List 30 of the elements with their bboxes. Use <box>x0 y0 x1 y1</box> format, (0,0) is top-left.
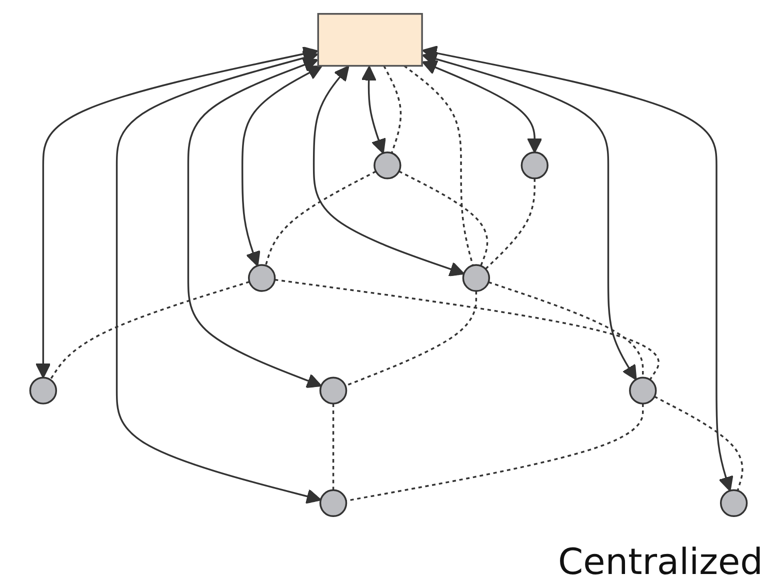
arrow <box>242 65 322 266</box>
node-circle <box>319 489 348 517</box>
node-box <box>317 13 423 67</box>
node-circle <box>319 376 348 404</box>
connector <box>264 170 376 266</box>
arrow <box>36 46 318 378</box>
connector <box>654 396 744 491</box>
connector <box>398 170 488 266</box>
node-circle <box>520 152 548 180</box>
node-circle <box>248 264 276 292</box>
arrow <box>422 52 637 380</box>
arrow <box>187 58 322 388</box>
arrow <box>422 60 542 154</box>
connector <box>404 65 474 266</box>
connector <box>484 178 536 270</box>
arrow <box>116 50 322 504</box>
connector <box>383 65 402 154</box>
arrow <box>312 66 465 276</box>
node-circle <box>720 489 748 517</box>
connector <box>274 278 660 380</box>
node-circle <box>374 152 402 180</box>
node-circle <box>29 376 58 404</box>
caption-text: Centralized <box>558 542 763 583</box>
arrow <box>361 66 386 154</box>
connector <box>332 404 334 490</box>
node-circle <box>462 264 490 292</box>
node-circle <box>629 376 657 404</box>
connector <box>345 290 478 387</box>
arrow <box>422 46 734 492</box>
connector <box>50 281 250 380</box>
